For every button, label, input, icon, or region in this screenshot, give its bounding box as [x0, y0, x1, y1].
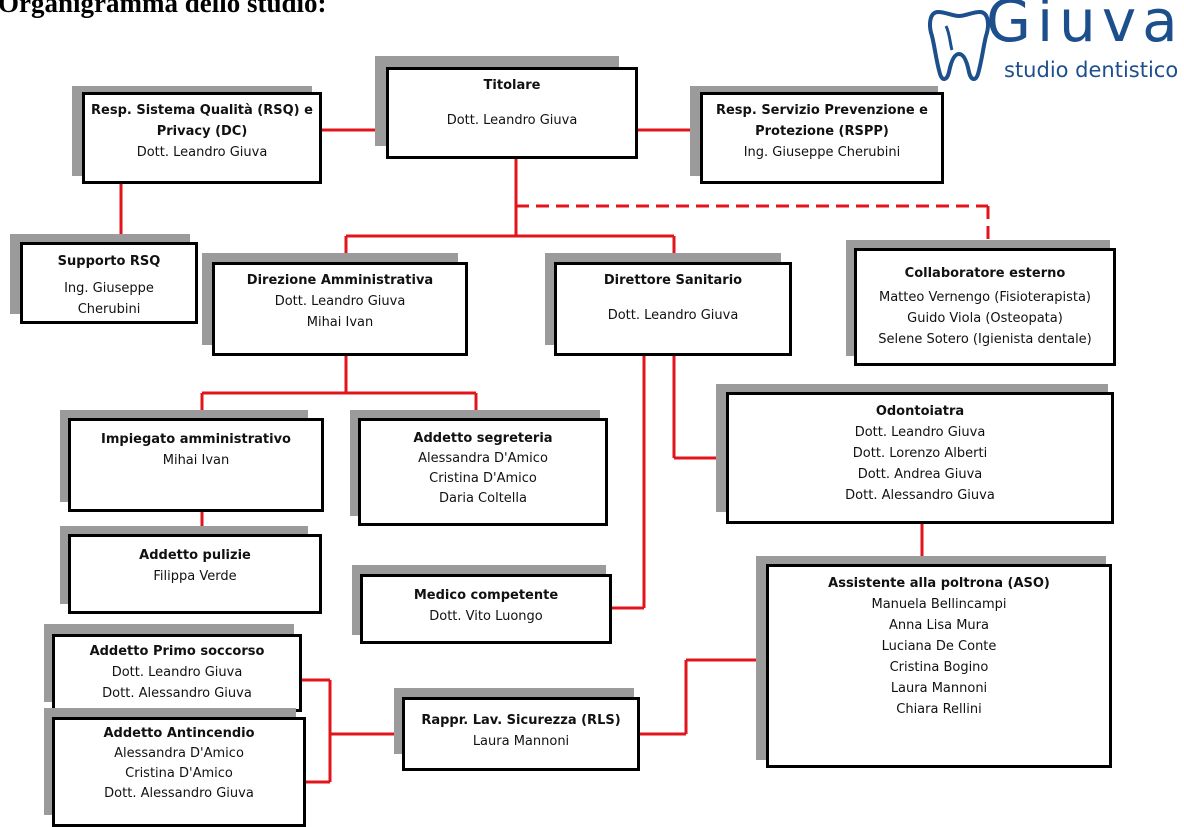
node-title: Direttore Sanitario: [603, 273, 743, 288]
node-title: Resp. Servizio Prevenzione e: [715, 103, 928, 118]
node-person: Chiara Rellini: [896, 702, 982, 717]
node-person: Dott. Leandro Giuva: [136, 145, 268, 160]
node-person: Dott. Alessandro Giuva: [102, 686, 252, 701]
node-person: Mihai Ivan: [306, 315, 374, 330]
node-person: Dott. Leandro Giuva: [111, 665, 243, 680]
node-rspp: Resp. Servizio Prevenzione e Protezione …: [700, 92, 944, 184]
logo: Giuva studio dentistico: [928, 0, 1184, 92]
node-person: Luciana De Conte: [881, 639, 997, 654]
node-title: Privacy (DC): [156, 124, 248, 139]
node-primo-soccorso: Addetto Primo soccorso Dott. Leandro Giu…: [52, 634, 302, 712]
node-person: Dott. Vito Luongo: [429, 609, 543, 624]
tooth-icon: [928, 9, 990, 81]
node-medico-competente: Medico competente Dott. Vito Luongo: [360, 574, 612, 644]
node-person: Dott. Leandro Giuva: [854, 425, 986, 440]
node-rsq: Resp. Sistema Qualità (RSQ) e Privacy (D…: [82, 92, 322, 184]
node-person: Alessandra D'Amico: [114, 746, 244, 761]
node-person: Cristina D'Amico: [429, 471, 537, 486]
node-title: Addetto Antincendio: [103, 726, 255, 741]
node-person: Dott. Leandro Giuva: [446, 113, 578, 128]
node-person: Dott. Alessandro Giuva: [104, 786, 254, 801]
node-person: Daria Coltella: [439, 491, 527, 506]
node-title: Direzione Amministrativa: [246, 273, 434, 288]
node-antincendio: Addetto Antincendio Alessandra D'Amico C…: [52, 717, 306, 827]
node-title: Titolare: [483, 78, 541, 93]
node-impiegato-amministrativo: Impiegato amministrativo Mihai Ivan: [68, 418, 324, 512]
node-person: Filippa Verde: [153, 569, 237, 584]
logo-subtitle: studio dentistico: [1004, 58, 1179, 82]
node-title: Assistente alla poltrona (ASO): [828, 576, 1050, 591]
page-title: Organigramma dello studio:: [0, 0, 327, 18]
node-direttore-sanitario: Direttore Sanitario Dott. Leandro Giuva: [554, 262, 792, 356]
node-person: Guido Viola (Osteopata): [907, 311, 1063, 326]
node-person: Anna Lisa Mura: [889, 618, 989, 633]
node-title: Addetto Primo soccorso: [89, 644, 265, 659]
node-person: Cherubini: [77, 302, 141, 317]
node-odontoiatra: Odontoiatra Dott. Leandro Giuva Dott. Lo…: [726, 392, 1114, 524]
node-person: Mihai Ivan: [162, 453, 230, 468]
node-direzione-amministrativa: Direzione Amministrativa Dott. Leandro G…: [212, 262, 468, 356]
node-addetto-pulizie: Addetto pulizie Filippa Verde: [68, 534, 322, 614]
node-rls: Rappr. Lav. Sicurezza (RLS) Laura Mannon…: [402, 697, 640, 771]
node-collaboratore-esterno: Collaboratore esterno Matteo Vernengo (F…: [854, 248, 1116, 366]
node-person: Dott. Leandro Giuva: [274, 294, 406, 309]
node-addetto-segreteria: Addetto segreteria Alessandra D'Amico Cr…: [358, 418, 608, 526]
node-person: Alessandra D'Amico: [418, 451, 548, 466]
node-title: Protezione (RSPP): [755, 124, 889, 139]
node-title: Medico competente: [413, 588, 559, 603]
node-person: Ing. Giuseppe Cherubini: [743, 145, 901, 160]
node-title: Addetto pulizie: [139, 548, 251, 563]
node-title: Collaboratore esterno: [904, 266, 1066, 281]
node-person: Laura Mannoni: [890, 681, 988, 696]
node-title: Supporto RSQ: [57, 254, 161, 269]
node-title: Odontoiatra: [875, 404, 965, 419]
node-person: Manuela Bellincampi: [871, 597, 1007, 612]
node-title: Impiegato amministrativo: [101, 432, 291, 447]
node-person: Dott. Leandro Giuva: [607, 308, 739, 323]
node-person: Ing. Giuseppe: [64, 281, 154, 296]
node-title: Addetto segreteria: [413, 431, 553, 446]
node-title: Resp. Sistema Qualità (RSQ) e: [91, 103, 313, 118]
node-person: Dott. Andrea Giuva: [857, 467, 983, 482]
node-person: Laura Mannoni: [472, 734, 570, 749]
node-person: Dott. Lorenzo Alberti: [852, 446, 988, 461]
logo-name: Giuva: [986, 0, 1184, 55]
node-person: Dott. Alessandro Giuva: [845, 488, 995, 503]
node-supporto-rsq: Supporto RSQ Ing. Giuseppe Cherubini: [20, 242, 198, 324]
node-person: Cristina D'Amico: [125, 766, 233, 781]
node-titolare: Titolare Dott. Leandro Giuva: [386, 67, 638, 159]
node-person: Cristina Bogino: [889, 660, 989, 675]
node-person: Selene Sotero (Igienista dentale): [878, 332, 1092, 347]
node-title: Rappr. Lav. Sicurezza (RLS): [421, 713, 621, 728]
node-aso: Assistente alla poltrona (ASO) Manuela B…: [766, 564, 1112, 768]
node-person: Matteo Vernengo (Fisioterapista): [878, 290, 1091, 305]
